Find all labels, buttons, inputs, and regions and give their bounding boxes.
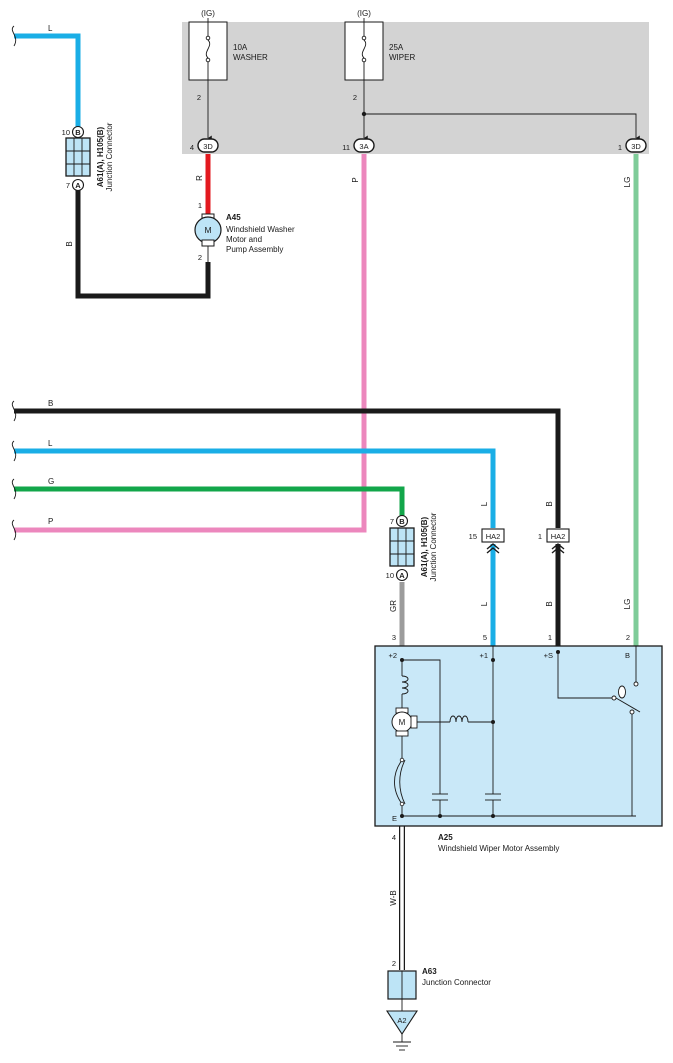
svg-text:Motor and: Motor and bbox=[226, 235, 262, 244]
svg-text:E: E bbox=[392, 814, 397, 823]
fuse-wiper: (IG) 25A WIPER 2 bbox=[344, 9, 640, 141]
svg-text:B: B bbox=[545, 601, 554, 606]
fuse-washer-pin: 2 bbox=[197, 93, 201, 102]
svg-text:HA2: HA2 bbox=[551, 532, 566, 541]
block-connector-3D-washer: 3D 4 bbox=[190, 138, 219, 153]
svg-text:B: B bbox=[625, 651, 630, 660]
svg-text:+S: +S bbox=[544, 651, 553, 660]
svg-text:P: P bbox=[48, 517, 53, 526]
wiper-motor-symbol: M bbox=[399, 718, 406, 727]
svg-text:L: L bbox=[480, 601, 489, 606]
svg-text:2: 2 bbox=[198, 253, 202, 262]
jc-top-id: A61(A), H105(B) bbox=[96, 126, 105, 187]
svg-text:Pump Assembly: Pump Assembly bbox=[226, 245, 283, 254]
junction-connector-top: B 10 A 7 A61(A), H105(B) Junction Connec… bbox=[62, 122, 114, 191]
fuse-wiper-name: WIPER bbox=[389, 53, 415, 62]
svg-text:3: 3 bbox=[392, 633, 396, 642]
washer-motor-id: A45 bbox=[226, 213, 241, 222]
fuse-washer-name: WASHER bbox=[233, 53, 268, 62]
svg-text:1: 1 bbox=[538, 532, 542, 541]
fuse-wiper-supply: (IG) bbox=[357, 9, 371, 18]
svg-text:HA2: HA2 bbox=[486, 532, 501, 541]
ground-point-label: A2 bbox=[397, 1016, 406, 1025]
svg-text:7: 7 bbox=[66, 181, 70, 190]
svg-text:B: B bbox=[75, 128, 81, 137]
block-connector-3D-right: 3D 1 bbox=[618, 138, 647, 153]
fuse-washer-amp: 10A bbox=[233, 43, 248, 52]
connector-HA2-1: HA2 1 bbox=[538, 528, 570, 554]
svg-text:10: 10 bbox=[62, 128, 70, 137]
svg-text:A: A bbox=[399, 571, 405, 580]
svg-text:Windshield Washer: Windshield Washer bbox=[226, 225, 295, 234]
svg-text:B: B bbox=[48, 399, 53, 408]
wire-wiper-P bbox=[14, 154, 367, 533]
svg-text:W-B: W-B bbox=[389, 890, 398, 905]
svg-text:LG: LG bbox=[623, 177, 632, 188]
wire-harness bbox=[14, 33, 639, 970]
wire-bus-L bbox=[14, 448, 496, 528]
fuse-washer-supply: (IG) bbox=[201, 9, 215, 18]
svg-text:G: G bbox=[48, 477, 54, 486]
svg-text:GR: GR bbox=[389, 600, 398, 612]
wire-color-labels: L B R P LG B L G P L B LG GR L B W-B bbox=[48, 24, 632, 906]
svg-text:4: 4 bbox=[392, 833, 396, 842]
svg-text:LG: LG bbox=[623, 599, 632, 610]
svg-text:L: L bbox=[48, 24, 53, 33]
block-connector-3A-wiper: 3A 11 bbox=[342, 138, 375, 153]
svg-text:+2: +2 bbox=[388, 651, 397, 660]
svg-text:1: 1 bbox=[198, 201, 202, 210]
wire-top-left-L bbox=[14, 33, 81, 128]
fuse-wiper-pin: 2 bbox=[353, 93, 357, 102]
wiper-motor-assembly: 3 5 1 2 4 +2 +1 +S B E M bbox=[374, 633, 663, 853]
wire-bus-G bbox=[14, 486, 405, 516]
washer-motor-symbol: M bbox=[204, 225, 211, 235]
svg-text:R: R bbox=[195, 175, 204, 181]
svg-text:4: 4 bbox=[190, 143, 194, 152]
svg-text:+1: +1 bbox=[479, 651, 488, 660]
svg-text:2: 2 bbox=[626, 633, 630, 642]
svg-text:3A: 3A bbox=[359, 142, 368, 151]
fuse-washer: (IG) 10A WASHER 2 bbox=[188, 9, 268, 141]
wiper-motor-desc: Windshield Wiper Motor Assembly bbox=[438, 844, 559, 853]
junction-connector-mid: B 7 A 10 A61(A), H105(B) Junction Connec… bbox=[386, 512, 438, 581]
svg-text:11: 11 bbox=[342, 143, 350, 152]
ground-connector-desc: Junction Connector bbox=[422, 978, 491, 987]
svg-text:B: B bbox=[399, 517, 405, 526]
wiper-motor-id: A25 bbox=[438, 833, 453, 842]
wire-bus-B bbox=[14, 408, 561, 528]
svg-text:L: L bbox=[480, 501, 489, 506]
svg-text:L: L bbox=[48, 439, 53, 448]
svg-text:10: 10 bbox=[386, 571, 394, 580]
svg-text:A: A bbox=[75, 181, 81, 190]
svg-text:B: B bbox=[65, 241, 74, 246]
ground-connector: 2 A63 Junction Connector A2 bbox=[385, 959, 491, 1051]
svg-text:B: B bbox=[545, 501, 554, 506]
connector-HA2-15: HA2 15 bbox=[469, 528, 505, 554]
svg-text:2: 2 bbox=[392, 959, 396, 968]
svg-text:3D: 3D bbox=[631, 142, 641, 151]
jc-top-desc: Junction Connector bbox=[105, 122, 114, 191]
wire-jc-washer-B bbox=[75, 190, 211, 299]
svg-text:15: 15 bbox=[469, 532, 477, 541]
svg-text:3D: 3D bbox=[203, 142, 213, 151]
svg-text:5: 5 bbox=[483, 633, 487, 642]
svg-text:1: 1 bbox=[618, 143, 622, 152]
jc-mid-id: A61(A), H105(B) bbox=[420, 516, 429, 577]
junction-block bbox=[182, 22, 649, 154]
ground-connector-id: A63 bbox=[422, 967, 437, 976]
wire-break-marks bbox=[11, 25, 17, 541]
svg-text:7: 7 bbox=[390, 517, 394, 526]
fuse-wiper-amp: 25A bbox=[389, 43, 404, 52]
washer-motor: 1 M 2 A45 Windshield Washer Motor and Pu… bbox=[194, 201, 295, 262]
jc-mid-desc: Junction Connector bbox=[429, 512, 438, 581]
svg-text:1: 1 bbox=[548, 633, 552, 642]
svg-text:P: P bbox=[351, 177, 360, 182]
